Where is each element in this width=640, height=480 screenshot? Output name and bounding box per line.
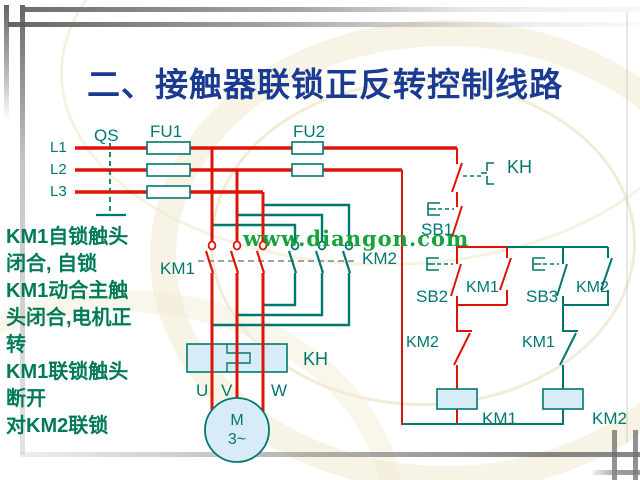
fu2-fuses xyxy=(291,141,324,177)
annotation-line: 闭合, 自锁 xyxy=(6,253,98,275)
label-fu1: FU1 xyxy=(150,122,183,141)
label-km1-main: KM1 xyxy=(160,259,195,278)
power-lines xyxy=(75,146,457,412)
label-sb2: SB2 xyxy=(416,287,449,306)
label-v: V xyxy=(221,381,233,400)
motor-circle xyxy=(204,397,270,463)
watermark: www.diangon.com xyxy=(243,226,470,251)
label-l1: L1 xyxy=(50,139,67,156)
annotation-line: 头闭合,电机正 xyxy=(6,307,132,329)
label-km1-coil: KM1 xyxy=(482,409,517,428)
label-motor-m: M xyxy=(230,412,244,429)
annotation-line: KM1动合主触 xyxy=(6,280,129,302)
label-w: W xyxy=(271,381,288,400)
label-km2-main: KM2 xyxy=(362,249,397,268)
label-motor-3ph: 3~ xyxy=(227,431,247,448)
km2-main-contacts xyxy=(287,240,354,274)
label-km1-selflock: KM1 xyxy=(466,279,499,296)
label-kh-heater: KH xyxy=(303,349,329,369)
label-l2: L2 xyxy=(50,161,67,178)
label-km2-selflock: KM2 xyxy=(576,279,609,296)
label-sb1: SB1 xyxy=(421,220,454,239)
label-l3: L3 xyxy=(50,183,67,200)
label-sb3: SB3 xyxy=(526,287,559,306)
slide-title: 二、接触器联锁正反转控制线路 xyxy=(87,66,563,103)
label-km1-interlock: KM1 xyxy=(522,334,555,351)
label-km2-interlock: KM2 xyxy=(406,334,439,351)
label-fu2: FU2 xyxy=(293,122,326,141)
label-u: U xyxy=(196,381,209,400)
annotation-line: 对KM2联锁 xyxy=(6,415,109,437)
annotation-block: KM1自锁触头 闭合, 自锁 KM1动合主触 头闭合,电机正 转 KM1联锁触头… xyxy=(6,224,174,440)
label-qs: QS xyxy=(94,126,119,145)
annotation-line: KM1联锁触头 xyxy=(6,361,129,383)
control-circuit-teal xyxy=(402,246,613,425)
km1-main-contacts xyxy=(204,240,268,274)
annotation-line: 断开 xyxy=(6,388,46,410)
annotation-line: KM1自锁触头 xyxy=(6,226,129,248)
qs-switch xyxy=(96,143,126,217)
annotation-line: 转 xyxy=(6,334,26,356)
label-kh-contact: KH xyxy=(507,157,533,177)
label-km2-coil: KM2 xyxy=(592,409,627,428)
